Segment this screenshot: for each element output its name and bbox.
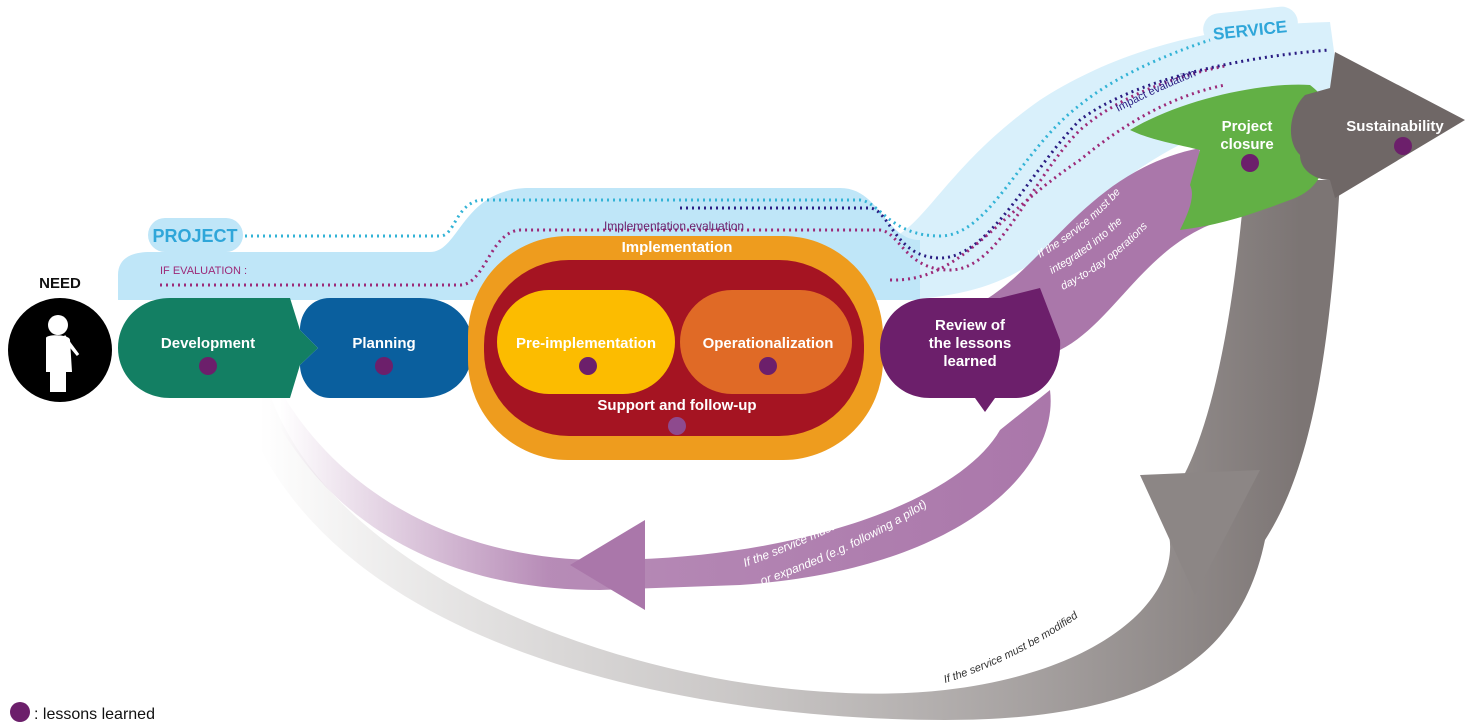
- purple-feedback-arrow: [265, 390, 1051, 590]
- lessons-learned-dot: [668, 417, 686, 435]
- implementation-label: Implementation: [622, 239, 733, 256]
- stage-operationalization: Operationalization: [703, 335, 834, 352]
- service-band: [880, 22, 1340, 300]
- project-closure-shape: [1130, 84, 1329, 230]
- lessons-learned-dot: [1241, 154, 1259, 172]
- lessons-learned-dot: [199, 357, 217, 375]
- review-label-line2: the lessons: [929, 335, 1012, 352]
- review-label-line1: Review of: [935, 317, 1006, 334]
- if-evaluation-dotted-line: [160, 64, 1226, 287]
- operationalization-shape: [680, 290, 852, 394]
- implementation-evaluation-label: Implementation evaluation: [604, 219, 744, 233]
- lessons-learned-dot: [759, 357, 777, 375]
- stage-development: Development: [161, 335, 255, 352]
- legend-text: : lessons learned: [34, 706, 155, 723]
- lessons-learned-dot: [1394, 137, 1412, 155]
- need-label: NEED: [39, 275, 81, 292]
- pre-implementation-shape: [497, 290, 675, 394]
- legend-dot: [10, 702, 30, 722]
- development-shape: [118, 298, 318, 398]
- closure-label-line1: Project: [1222, 118, 1273, 135]
- sustainability-shape: [1290, 52, 1465, 198]
- review-shape: [880, 288, 1061, 412]
- if-evaluation-label: IF EVALUATION :: [160, 265, 247, 277]
- integration-arrow: [985, 148, 1245, 350]
- project-tag: [148, 218, 243, 252]
- project-dotted-line: [245, 38, 1211, 238]
- lessons-learned-dot: [375, 357, 393, 375]
- support-label: Support and follow-up: [597, 397, 756, 414]
- stage-pre-implementation: Pre-implementation: [516, 335, 656, 352]
- stage-planning: Planning: [352, 335, 415, 352]
- closure-label-line2: closure: [1220, 136, 1273, 153]
- service-tag: [1203, 6, 1298, 46]
- review-label-line3: learned: [943, 353, 996, 370]
- planning-shape: [300, 298, 490, 398]
- impact-dotted-line: [680, 48, 1331, 260]
- person-thinking-icon: [8, 298, 112, 402]
- purple-arrow-head: [570, 520, 645, 610]
- sustainability-label: Sustainability: [1346, 118, 1444, 135]
- lessons-learned-dot: [579, 357, 597, 375]
- project-label: PROJECT: [152, 226, 237, 246]
- grey-arrow-head: [1140, 470, 1260, 595]
